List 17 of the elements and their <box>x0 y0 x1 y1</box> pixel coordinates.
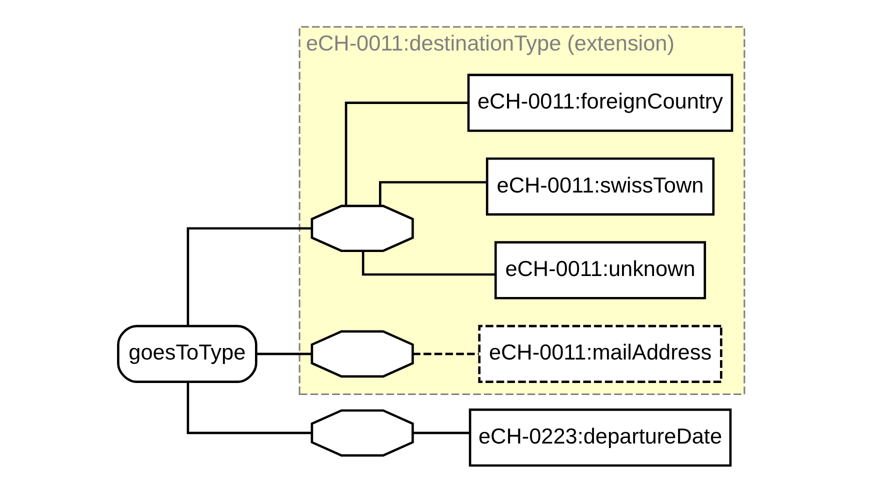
node-box: eCH-0011:foreignCountry <box>467 74 734 132</box>
connector <box>186 382 312 434</box>
node-octagon <box>310 409 414 457</box>
connector <box>256 352 312 356</box>
node-box: eCH-0011:mailAddress <box>478 324 722 383</box>
node-octagon <box>310 204 414 252</box>
connector <box>362 250 496 276</box>
connector <box>378 181 487 206</box>
connector <box>344 102 468 206</box>
node-octagon <box>310 330 414 378</box>
connector <box>186 227 312 326</box>
connector <box>412 352 479 356</box>
node-box: eCH-0011:unknown <box>494 241 706 300</box>
node-box: goesToType <box>117 324 258 383</box>
connector <box>412 432 470 434</box>
node-box: eCH-0223:departureDate <box>468 408 732 467</box>
node-box: eCH-0011:swissTown <box>486 157 715 216</box>
